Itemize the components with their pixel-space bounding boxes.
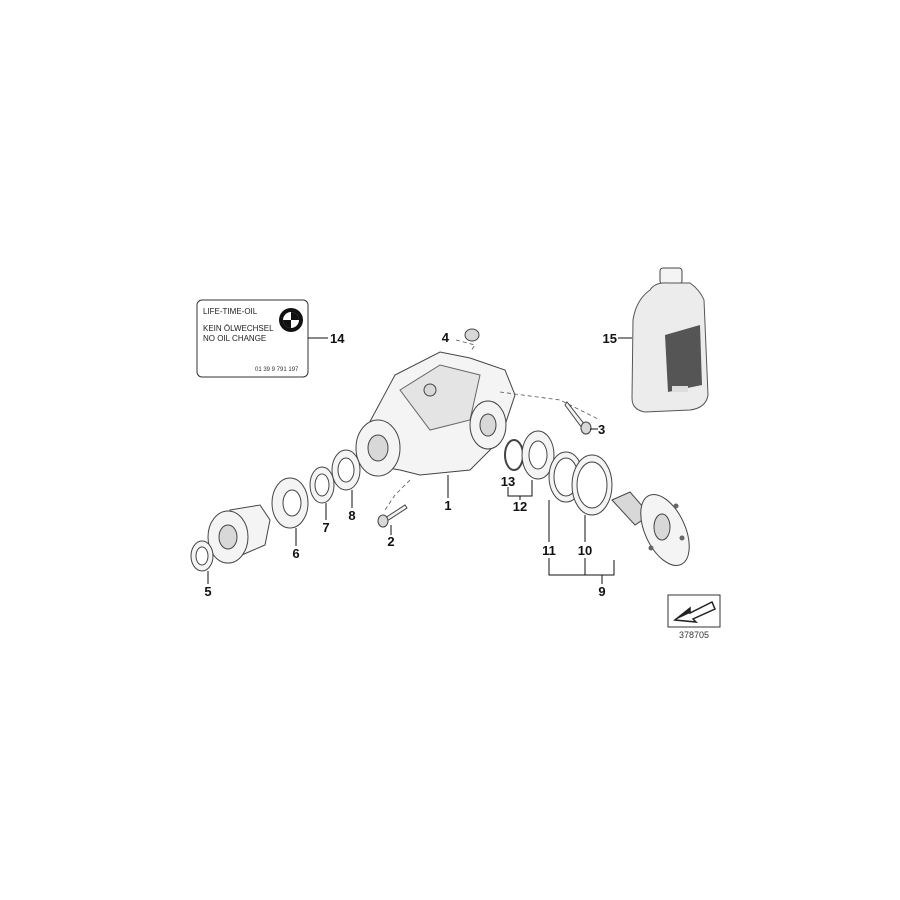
callout-13[interactable]: 13 xyxy=(501,474,515,489)
callout-2[interactable]: 2 xyxy=(387,534,394,549)
oil-bottle[interactable] xyxy=(631,267,709,413)
sticker-line1: LIFE-TIME-OIL xyxy=(203,307,258,316)
o-ring-13[interactable] xyxy=(504,439,524,471)
callout-10[interactable]: 10 xyxy=(578,543,592,558)
diagram-reference-number: 378705 xyxy=(679,630,709,640)
callout-4[interactable]: 4 xyxy=(442,330,450,345)
bmw-roundel-icon xyxy=(279,308,303,332)
differential-housing[interactable] xyxy=(355,351,516,477)
bolt-2[interactable] xyxy=(377,504,408,528)
flange[interactable] xyxy=(207,504,271,564)
callout-14[interactable]: 14 xyxy=(330,331,345,346)
ring-10[interactable] xyxy=(571,454,613,516)
arrow-down-left-icon[interactable] xyxy=(667,594,721,628)
output-shaft[interactable] xyxy=(611,487,699,573)
ring-7[interactable] xyxy=(309,466,335,504)
sticker-line2: KEIN ÖLWECHSEL xyxy=(203,324,274,333)
callout-7[interactable]: 7 xyxy=(322,520,329,535)
shield-6[interactable] xyxy=(271,477,309,529)
callout-1[interactable]: 1 xyxy=(444,498,451,513)
callout-15[interactable]: 15 xyxy=(603,331,617,346)
callout-11[interactable]: 11 xyxy=(542,543,556,558)
callout-8[interactable]: 8 xyxy=(348,508,355,523)
oil-label-sticker[interactable]: LIFE-TIME-OIL KEIN ÖLWECHSEL NO OIL CHAN… xyxy=(196,299,309,378)
sticker-line3: NO OIL CHANGE xyxy=(203,334,266,343)
sticker-part-number: 01 39 9 791 197 xyxy=(255,367,299,373)
callout-12[interactable]: 12 xyxy=(513,499,527,514)
callout-5[interactable]: 5 xyxy=(204,584,211,599)
ring-5[interactable] xyxy=(190,540,214,572)
nut[interactable] xyxy=(464,328,480,342)
callout-6[interactable]: 6 xyxy=(292,546,299,561)
seal-12[interactable] xyxy=(521,430,555,480)
bolt-3[interactable] xyxy=(564,401,592,435)
seal-ring-8[interactable] xyxy=(331,449,361,491)
callout-9[interactable]: 9 xyxy=(598,584,605,599)
callout-3[interactable]: 3 xyxy=(598,422,605,437)
